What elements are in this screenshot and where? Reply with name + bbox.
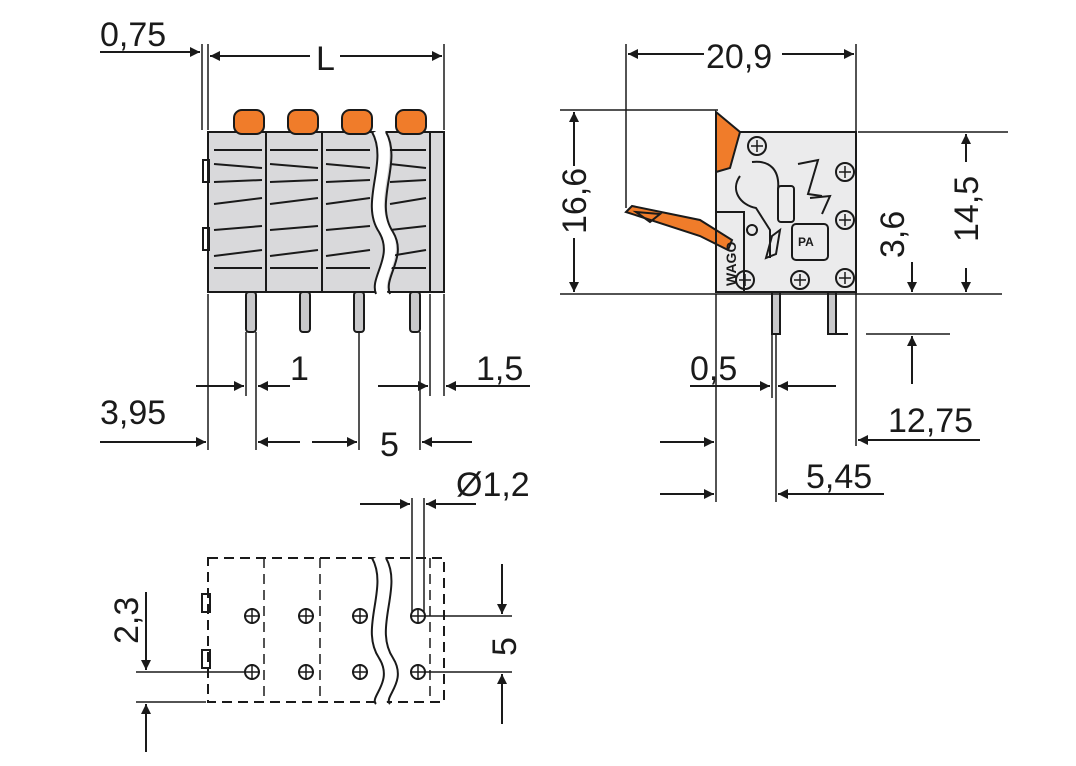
dim-166-label: 16,6	[556, 168, 594, 234]
front-housing	[207, 131, 445, 293]
bottom-housing	[207, 557, 445, 703]
dim-075-label: 0,75	[100, 16, 166, 54]
break-line	[371, 127, 396, 298]
pin-4	[409, 291, 421, 333]
side-pin-1	[771, 291, 781, 335]
dim-diameter-label: Ø1,2	[456, 466, 530, 504]
dim-395-label: 3,95	[100, 394, 166, 432]
screw-icons	[735, 136, 855, 290]
dim-545-label: 5,45	[806, 458, 872, 496]
dim-209-label: 20,9	[706, 38, 772, 76]
pin-1	[245, 291, 257, 333]
side-view: WAGO PA	[556, 38, 1008, 502]
dim-5-label: 5	[380, 426, 399, 464]
pin-holes	[244, 608, 426, 680]
side-lever-arm	[624, 204, 734, 252]
dim-23-label: 2,3	[108, 597, 146, 644]
dim-1275-label: 12,75	[888, 402, 973, 440]
dim-15-label: 1,5	[476, 350, 523, 388]
push-button-3	[341, 109, 373, 135]
dim-L-label: L	[316, 40, 335, 78]
push-button-2	[287, 109, 319, 135]
dim-36-label: 3,6	[874, 211, 912, 258]
side-pin-2	[827, 291, 837, 335]
wago-logo: WAGO	[723, 242, 739, 286]
push-button-1	[233, 109, 265, 135]
dim-05-label: 0,5	[690, 350, 737, 388]
dim-1-label: 1	[290, 350, 309, 388]
housing-ribs	[213, 149, 427, 269]
pin-3	[353, 291, 365, 333]
pa-label: PA	[798, 235, 814, 249]
bottom-view: Ø1,2 2,3 5	[108, 466, 530, 752]
pin-2	[299, 291, 311, 333]
side-lever	[715, 109, 742, 174]
dim-145-label: 14,5	[948, 176, 986, 242]
push-button-4	[395, 109, 427, 135]
front-view: 0,75 L 1 1,5 3,95 5	[100, 16, 530, 464]
dim-5v-label: 5	[486, 637, 524, 656]
